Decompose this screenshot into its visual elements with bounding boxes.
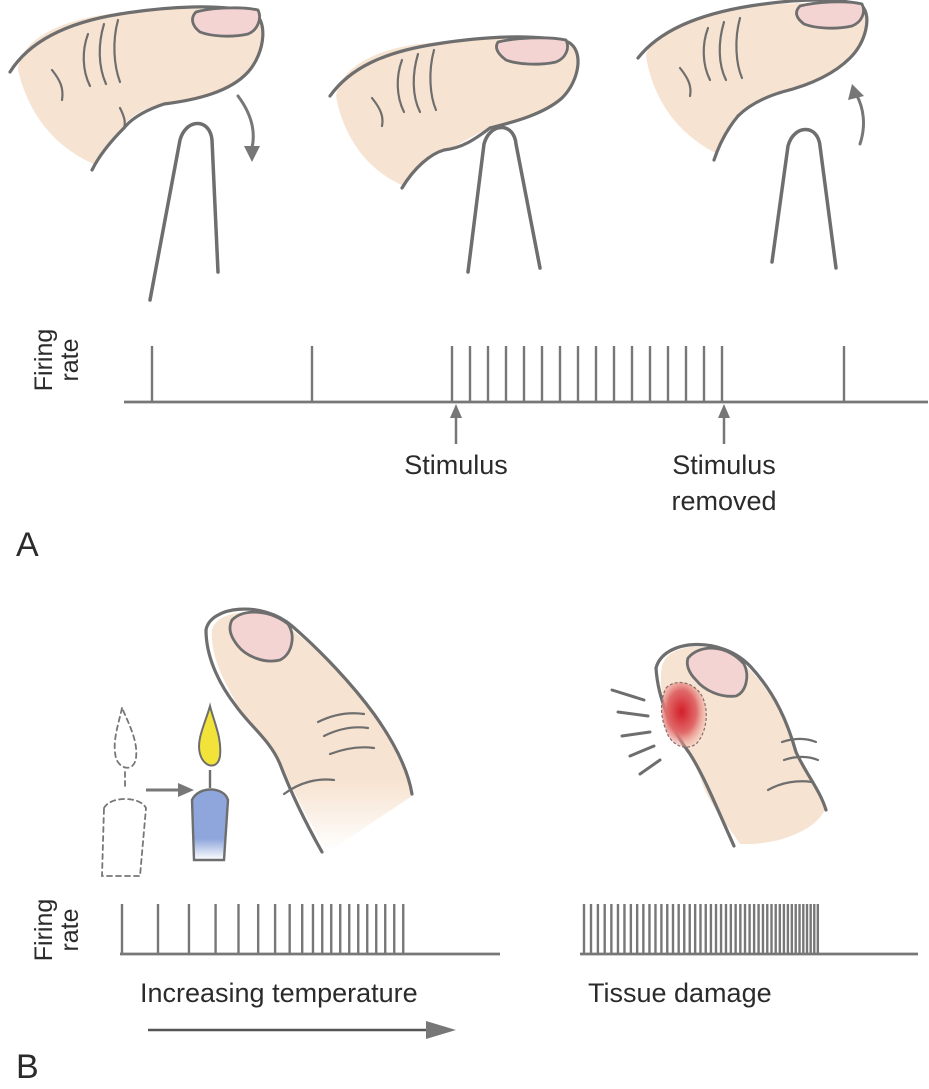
panel-a-letter: A	[16, 526, 39, 564]
axis-label-line2: rate	[56, 338, 84, 381]
panel-a-spike-train	[124, 346, 928, 404]
axis-label-line1: Firing	[30, 899, 58, 962]
tissue-damage-spike-train	[580, 904, 918, 956]
move-right-arrow-icon	[146, 783, 194, 797]
axis-label-line1: Firing	[30, 329, 58, 392]
candle-icon	[190, 702, 230, 862]
injury-icon	[660, 681, 707, 748]
increasing-arrow-icon	[148, 1021, 456, 1039]
finger-icon	[636, 0, 869, 162]
axis-label-line2: rate	[56, 908, 84, 951]
stimulus-arrow-icon	[450, 404, 462, 444]
stimulus-label: Stimulus	[404, 450, 508, 480]
finger-icon	[328, 35, 580, 190]
stimulus-removed-label-line1: Stimulus	[672, 450, 776, 480]
probe-icon	[770, 127, 838, 270]
panel-a-axis-label: Firing rate	[30, 329, 84, 392]
stimulus-removed-label-line2: removed	[671, 486, 776, 516]
panel-b-axis-label: Firing rate	[30, 899, 84, 962]
probe-icon	[466, 125, 542, 274]
probe-icon	[148, 121, 220, 302]
candle-previous-position-icon	[101, 705, 147, 877]
tissue-damage-caption: Tissue damage	[588, 978, 772, 1008]
pain-radiating-lines-icon	[610, 688, 662, 776]
panel-b-letter: B	[16, 1048, 39, 1086]
temperature-spike-train	[120, 904, 500, 956]
curved-arrow-up-icon	[848, 84, 865, 146]
curved-arrow-down-icon	[236, 94, 260, 162]
finger-icon	[204, 607, 414, 854]
temperature-caption: Increasing temperature	[140, 978, 418, 1008]
stimulus-removed-arrow-icon	[718, 404, 730, 444]
finger-icon	[8, 5, 265, 172]
